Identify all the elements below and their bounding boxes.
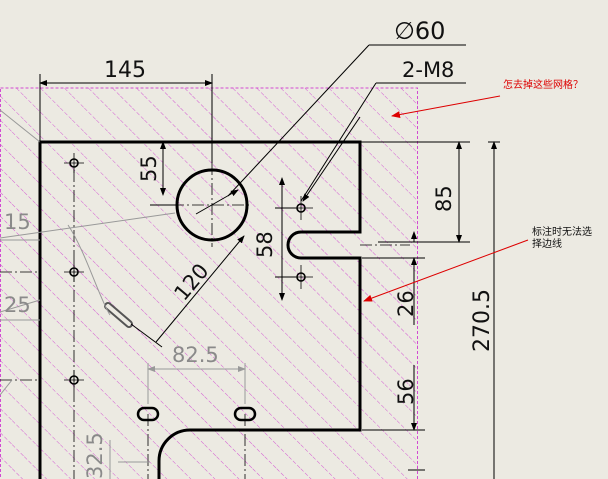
- dim-32-5[interactable]: 32.5: [83, 432, 107, 479]
- dim-diameter-60[interactable]: ∅60: [394, 17, 445, 45]
- dim-15[interactable]: 15: [4, 210, 31, 234]
- dim-55[interactable]: 55: [137, 155, 161, 182]
- construction-geometry: [0, 109, 176, 479]
- dim-145[interactable]: 145: [104, 58, 146, 83]
- gray-dimension-lines: [118, 363, 246, 463]
- dim-85[interactable]: 85: [432, 185, 456, 212]
- select-edge-note-line2: 择边线: [532, 237, 562, 250]
- part-outline[interactable]: [38, 140, 362, 479]
- dim-58[interactable]: 58: [253, 231, 277, 258]
- question-grid-note: 怎去掉这些网格？: [503, 78, 583, 91]
- dim-56[interactable]: 56: [394, 378, 418, 405]
- dim-25[interactable]: 25: [4, 293, 31, 317]
- dim-thread-m8[interactable]: 2-M8: [402, 58, 454, 82]
- dim-26[interactable]: 26: [394, 290, 418, 317]
- dim-82-5[interactable]: 82.5: [172, 343, 219, 367]
- annotation-arrows: [363, 95, 529, 302]
- dimension-texts[interactable]: 145 ∅60 2-M8 55 58 120 85 270.5 26 56 82…: [4, 17, 495, 479]
- select-edge-note-line1: 标注时无法选: [532, 225, 592, 238]
- dimension-lines[interactable]: [39, 44, 500, 479]
- dim-270-5[interactable]: 270.5: [470, 289, 495, 352]
- hatch-grid-region[interactable]: [0, 87, 418, 479]
- slot-feature[interactable]: [104, 302, 133, 328]
